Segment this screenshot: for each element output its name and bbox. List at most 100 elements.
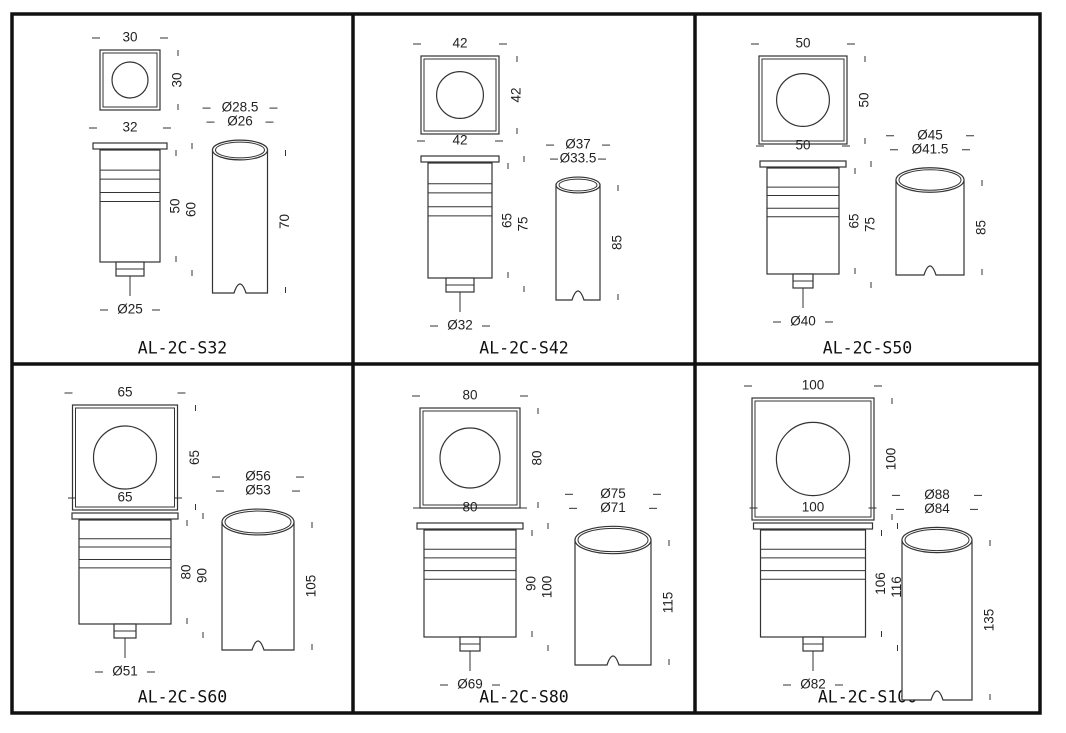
sleeve-inner-rim (577, 527, 649, 553)
sleeve-height-label: 115 (661, 592, 676, 614)
flange (752, 522, 874, 530)
lamp-body (78, 519, 172, 625)
sleeve-top-rim (574, 525, 652, 555)
cover-lens (775, 72, 830, 127)
sleeve-inner-diameter-label: Ø26 (227, 114, 253, 129)
cover-width-label: 30 (122, 30, 137, 45)
cover-plate-inner (761, 58, 845, 142)
flange-width-label: 80 (462, 500, 477, 515)
thread-diameter-label: Ø82 (800, 677, 826, 692)
body-height-label: 50 (168, 198, 183, 213)
lamp-body (423, 529, 517, 638)
cover-lens (111, 61, 149, 99)
total-height-label: 75 (863, 217, 878, 232)
body-height-label: 65 (500, 213, 515, 228)
sleeve-inner-rim (215, 141, 265, 159)
cover-width-label: 80 (462, 388, 477, 403)
sleeve-inner-diameter-label: Ø53 (245, 483, 271, 498)
total-height-label: 60 (184, 202, 199, 217)
cover-lens (439, 427, 501, 489)
model-caption: AL-2C-S32 (138, 339, 227, 358)
flange (92, 142, 168, 150)
sleeve-inner-rim (224, 510, 292, 534)
cover-height-label: 80 (530, 450, 545, 465)
body-height-label: 90 (524, 576, 539, 591)
cover-lens (436, 70, 485, 119)
cover-width-label: 42 (452, 36, 467, 51)
body-height-label: 106 (873, 572, 888, 595)
cover-height-label: 30 (170, 72, 185, 87)
sleeve-inner-diameter-label: Ø41.5 (912, 141, 949, 156)
model-caption: AL-2C-S60 (138, 688, 227, 707)
sleeve-outer-diameter-label: Ø45 (917, 127, 943, 142)
cover-lens (92, 425, 158, 490)
mounting-sleeve (555, 184, 601, 301)
sleeve-height-label: 70 (277, 214, 292, 229)
sleeve-top-rim (211, 139, 269, 161)
total-height-label: 116 (889, 576, 904, 598)
total-height-label: 100 (540, 576, 555, 599)
thread-diameter-label: Ø32 (447, 318, 473, 333)
flange (71, 512, 179, 520)
sleeve-outer-diameter-label: Ø37 (565, 137, 591, 152)
thread-diameter-label: Ø25 (117, 302, 143, 317)
sleeve-inner-rim (904, 528, 970, 552)
sleeve-height-label: 105 (304, 575, 319, 598)
sleeve-outer-diameter-label: Ø28.5 (222, 100, 259, 115)
cover-height-label: 100 (884, 448, 899, 471)
flange-width-label: 42 (452, 133, 467, 148)
cover-lens (775, 421, 851, 497)
cover-height-label: 65 (187, 450, 202, 465)
flange (416, 522, 524, 530)
cover-plate-inner (102, 52, 158, 108)
sleeve-top-rim (221, 508, 295, 536)
body-height-label: 80 (179, 564, 194, 579)
model-caption: AL-2C-S100 (818, 688, 917, 707)
model-caption: AL-2C-S80 (479, 688, 568, 707)
sleeve-top-rim (901, 526, 973, 554)
mounting-sleeve (574, 539, 652, 666)
cover-width-label: 50 (795, 36, 810, 51)
sleeve-inner-diameter-label: Ø33.5 (560, 151, 597, 166)
total-height-label: 90 (195, 568, 210, 583)
body-height-label: 65 (847, 213, 862, 228)
mounting-sleeve (901, 539, 973, 701)
flange (759, 160, 847, 168)
cover-width-label: 100 (802, 378, 825, 393)
thread-diameter-label: Ø40 (790, 314, 816, 329)
sleeve-inner-rim (898, 169, 962, 191)
flange-width-label: 65 (117, 490, 132, 505)
cover-plate-inner (423, 58, 497, 132)
model-caption: AL-2C-S42 (479, 339, 568, 358)
flange (420, 155, 500, 163)
cover-width-label: 65 (117, 385, 132, 400)
sleeve-outer-diameter-label: Ø75 (600, 486, 626, 501)
sleeve-inner-diameter-label: Ø71 (600, 500, 626, 515)
sleeve-inner-rim (558, 178, 598, 192)
mounting-sleeve (221, 521, 295, 651)
thread-diameter-label: Ø69 (457, 677, 483, 692)
flange-width-label: 50 (795, 138, 810, 153)
sleeve-top-rim (555, 176, 601, 194)
sleeve-height-label: 85 (974, 220, 989, 235)
cover-plate-inner (754, 400, 872, 518)
cover-height-label: 50 (857, 92, 872, 107)
sleeve-height-label: 85 (610, 235, 625, 250)
sleeve-inner-diameter-label: Ø84 (924, 501, 950, 516)
cover-plate-inner (75, 407, 175, 508)
flange-width-label: 32 (122, 120, 137, 135)
total-height-label: 75 (516, 216, 531, 231)
thread-diameter-label: Ø51 (112, 664, 138, 679)
lamp-body (766, 167, 840, 275)
mounting-sleeve (895, 179, 965, 276)
cover-plate-inner (422, 410, 518, 506)
sleeve-height-label: 135 (982, 609, 997, 632)
sleeve-outer-diameter-label: Ø88 (924, 487, 950, 502)
